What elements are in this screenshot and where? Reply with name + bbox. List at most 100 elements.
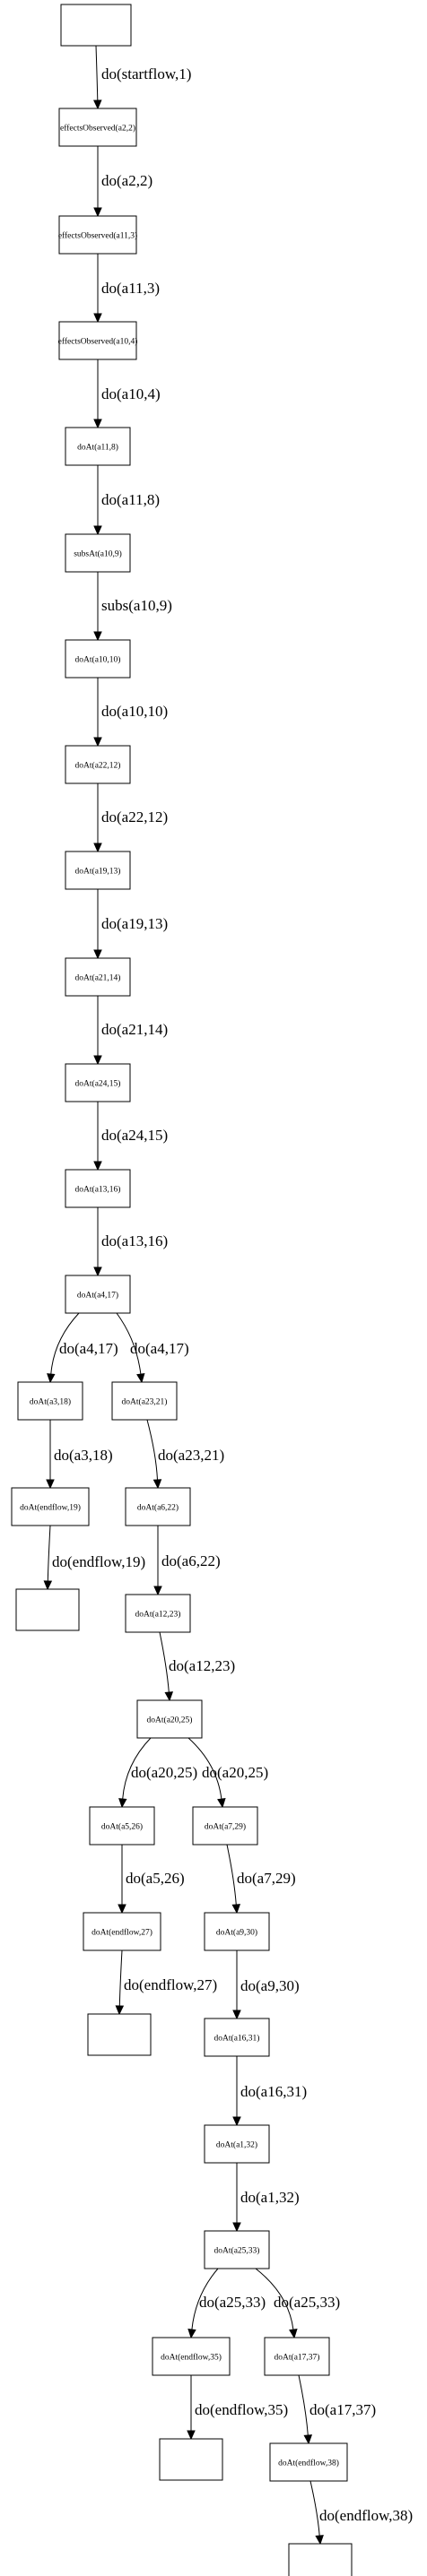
arrowhead-icon	[118, 1904, 126, 1915]
edge-label: subs(a10,9)	[101, 597, 172, 614]
arrowhead-icon	[93, 419, 102, 429]
node-label: doAt(endflow,27)	[92, 1928, 152, 1938]
node-doat-endflow-27: doAt(endflow,27)	[83, 1912, 161, 1951]
edge-label: do(a3,18)	[54, 1447, 113, 1464]
terminal-node-end1	[15, 1588, 80, 1631]
edge-line	[50, 1312, 80, 1375]
node-box	[159, 2438, 223, 2481]
arrowhead-icon	[93, 631, 102, 642]
node-box	[65, 957, 131, 997]
edge-label: do(endflow,27)	[124, 1976, 217, 1993]
arrowhead-icon	[47, 1373, 56, 1384]
node-box	[152, 2337, 231, 2376]
arrowhead-icon	[164, 1691, 174, 1702]
arrowhead-icon	[136, 1373, 145, 1384]
node-label: doAt(a21,14)	[75, 973, 121, 983]
edge-label: do(a16,31)	[240, 2083, 307, 2100]
arrowhead-icon	[153, 1586, 162, 1596]
edge-line	[146, 1419, 158, 1481]
node-box	[89, 1806, 155, 1846]
edge-label: do(a19,13)	[101, 915, 168, 932]
node-box	[204, 2124, 270, 2164]
arrowhead-icon	[303, 2434, 313, 2445]
arrowhead-icon	[289, 2329, 298, 2339]
node-doat-a5-26: doAt(a5,26)	[89, 1806, 155, 1846]
arrowhead-icon	[93, 1055, 102, 1066]
node-box	[264, 2337, 330, 2376]
edge-line	[118, 1949, 123, 2007]
arrowhead-icon	[46, 1479, 55, 1490]
arrowhead-icon	[43, 1580, 53, 1591]
edge-n10-to-n11: do(a24,15)	[93, 1102, 168, 1171]
terminal-node-end3	[159, 2438, 223, 2481]
node-box	[87, 2013, 152, 2056]
edge-label: do(a24,15)	[101, 1127, 168, 1144]
node-subsat-a10-9: subsAt(a10,9)	[65, 533, 131, 573]
edge-label: do(a5,26)	[126, 1870, 185, 1887]
edge-n11-to-n12: do(a13,16)	[93, 1207, 168, 1277]
node-label: doAt(a3,18)	[30, 1397, 71, 1407]
edges-layer: do(startflow,1)do(a2,2)do(a11,3)do(a10,4…	[43, 45, 413, 2546]
node-label: effectsObserved(a11,3)	[58, 231, 137, 241]
arrowhead-icon	[232, 2222, 241, 2233]
terminal-node-start	[60, 4, 132, 47]
node-label: doAt(a1,32)	[216, 2140, 257, 2150]
node-effectsobserved-a10-4: effectsObserved(a10,4)	[58, 321, 137, 360]
arrowhead-icon	[315, 2535, 324, 2546]
arrowhead-icon	[152, 1479, 162, 1490]
node-box	[58, 108, 137, 147]
terminal-node-end2	[87, 2013, 152, 2056]
node-box	[125, 1594, 191, 1633]
arrowhead-icon	[93, 99, 102, 110]
edge-n25-to-n26: do(a25,33)	[187, 2268, 266, 2339]
node-box	[65, 639, 131, 679]
edge-n15-to-end1: do(endflow,19)	[43, 1525, 145, 1591]
node-box	[136, 1699, 203, 1739]
node-doat-a9-30: doAt(a9,30)	[204, 1912, 270, 1951]
edge-label: do(a6,22)	[161, 1552, 221, 1569]
node-box	[111, 1381, 178, 1421]
node-label: doAt(a5,26)	[101, 1822, 143, 1832]
edge-line	[187, 1737, 222, 1800]
node-box	[288, 2543, 353, 2576]
arrowhead-icon	[232, 2116, 241, 2127]
node-label: doAt(a20,25)	[147, 1716, 193, 1725]
node-label: doAt(a4,17)	[77, 1291, 118, 1301]
edge-line	[191, 2268, 219, 2330]
node-label: doAt(a7,29)	[205, 1822, 246, 1832]
edge-line	[255, 2268, 294, 2330]
node-box	[204, 2230, 270, 2269]
node-label: doAt(a9,30)	[216, 1928, 257, 1938]
edge-n18-to-n19: do(a20,25)	[118, 1737, 197, 1809]
edge-n4-to-n5: do(a11,8)	[93, 465, 160, 536]
arrowhead-icon	[93, 525, 102, 536]
node-label: doAt(a25,33)	[214, 2246, 260, 2256]
node-doat-a24-15: doAt(a24,15)	[65, 1063, 131, 1102]
edge-n7-to-n8: do(a22,12)	[93, 783, 168, 853]
edge-n22-to-n23: do(a9,30)	[232, 1950, 300, 2020]
node-label: doAt(a22,12)	[75, 761, 121, 771]
node-doat-a17-37: doAt(a17,37)	[264, 2337, 330, 2376]
node-box	[58, 321, 137, 360]
node-box	[11, 1487, 90, 1526]
edge-line	[116, 1312, 142, 1375]
edge-n20-to-n22: do(a7,29)	[226, 1844, 296, 1915]
node-doat-a1-32: doAt(a1,32)	[204, 2124, 270, 2164]
node-label: doAt(endflow,35)	[161, 2353, 222, 2363]
arrowhead-icon	[231, 1904, 241, 1915]
node-doat-a25-33: doAt(a25,33)	[204, 2230, 270, 2269]
edge-n23-to-n24: do(a16,31)	[232, 2056, 307, 2127]
node-box	[83, 1912, 161, 1951]
edge-n1-to-n2: do(a2,2)	[93, 146, 152, 218]
edge-n6-to-n7: do(a10,10)	[93, 678, 168, 748]
node-label: doAt(endflow,19)	[20, 1503, 81, 1513]
edge-line	[309, 2480, 320, 2537]
node-box	[65, 1169, 131, 1208]
edge-n5-to-n6: subs(a10,9)	[93, 572, 172, 642]
node-doat-a22-12: doAt(a22,12)	[65, 745, 131, 784]
edge-n3-to-n4: do(a10,4)	[93, 359, 161, 429]
node-doat-a11-8: doAt(a11,8)	[65, 427, 131, 466]
node-doat-a10-10: doAt(a10,10)	[65, 639, 131, 679]
node-box	[65, 1275, 131, 1314]
node-box	[192, 1806, 258, 1846]
